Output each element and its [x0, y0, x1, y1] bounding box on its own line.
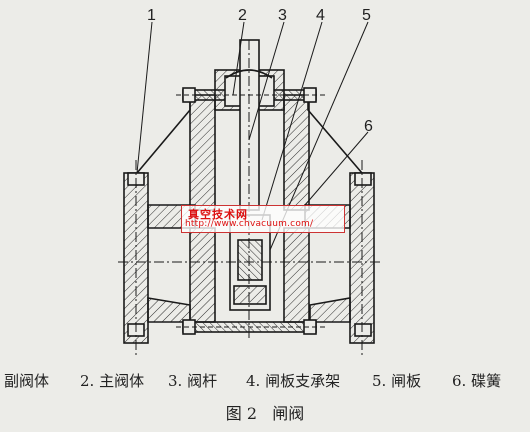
sub-valve-body-left [136, 95, 191, 174]
callout-2: 2 [238, 7, 247, 24]
figure-caption: 图 2 闸阀 [225, 404, 305, 423]
sub-valve-body-right [307, 95, 363, 174]
lower-body [189, 227, 216, 323]
leader-3 [248, 21, 285, 141]
legend-item-disc-spring: 6. 碟簧 [452, 372, 502, 390]
legend-item-valve-stem: 3. 阀杆 [168, 372, 218, 390]
right-body-wall-bottom [309, 297, 351, 323]
watermark-url: http://www.chvacuum.com/ [185, 219, 314, 229]
legend-item-main-valve-body: 2. 主阀体 [80, 372, 145, 390]
watermark-title: 真空技术网 [188, 208, 248, 221]
callout-1: 1 [147, 7, 156, 24]
main-body-right [283, 94, 310, 211]
legend-item-gate-support: 4. 闸板支承架 [246, 372, 341, 390]
leader-1 [136, 21, 153, 174]
watermark-box: 真空技术网 http://www.chvacuum.com/ [181, 205, 345, 233]
callout-6: 6 [364, 118, 373, 135]
main-body-left [189, 94, 216, 211]
left-body-wall-bottom [147, 297, 191, 323]
leader-2 [232, 21, 245, 96]
callout-4: 4 [316, 7, 325, 24]
callout-3: 3 [278, 7, 287, 24]
gate-valve-drawing: 1 2 3 4 5 6 [118, 7, 382, 358]
leader-6 [304, 131, 369, 206]
legend-item-sub-valve-body: 副阀体 [4, 372, 50, 390]
callout-5: 5 [362, 7, 371, 24]
leader-4 [261, 21, 323, 221]
legend-item-gate-plate: 5. 闸板 [372, 372, 422, 390]
